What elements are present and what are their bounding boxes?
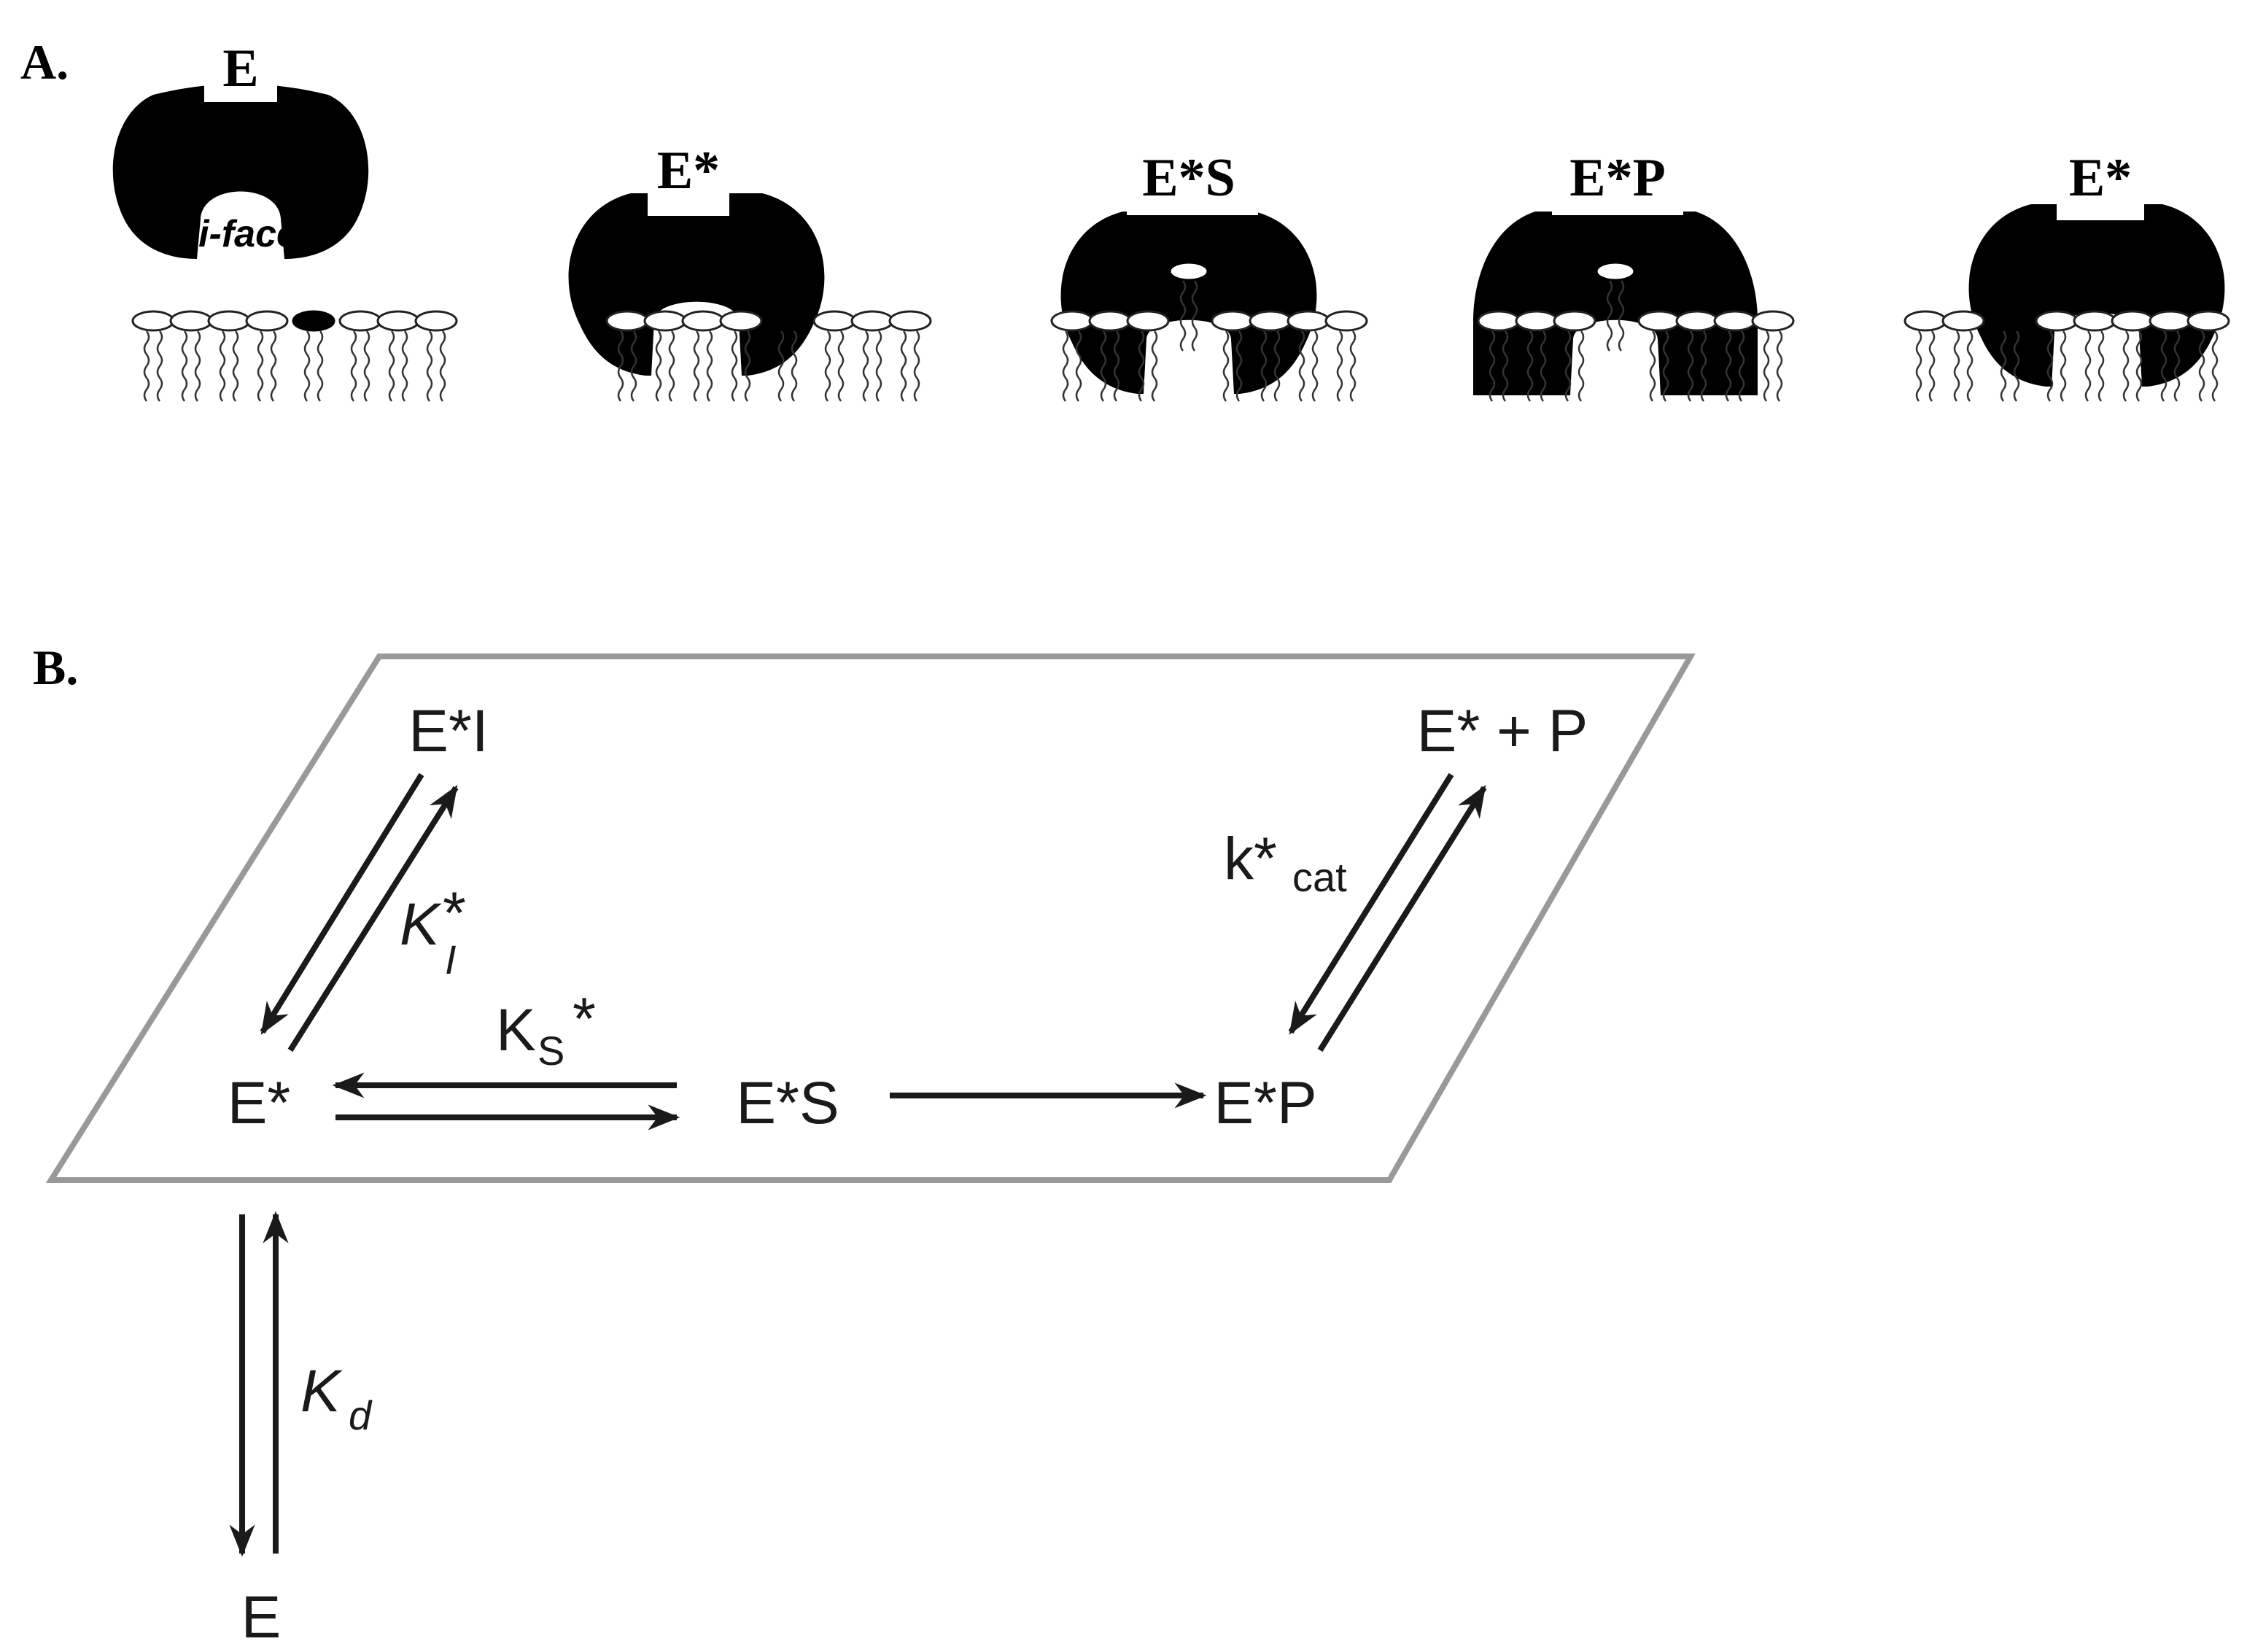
rate-ks-main: K [496,997,536,1063]
state-label-e: E [222,39,258,98]
arrow-e-star-i-to-e-star [260,772,424,1035]
rate-kd-main: K [300,1358,343,1424]
state-e-star-bound: E* [568,141,825,376]
rate-ks: K S * [496,986,596,1074]
state-e-star-final: E* [1968,148,2225,387]
state-e-star-p: E*P [1473,148,1758,395]
node-e-star: E* [228,1070,291,1136]
rate-ki: K * I [400,880,466,982]
state-e: E i-face [112,39,369,259]
enzyme-shape [112,84,369,259]
panel-a-label: A. [20,34,69,90]
rate-kcat-main: k* [1224,826,1277,892]
node-e: E [241,1584,282,1651]
arrow-e-star-to-e-star-i [287,785,459,1052]
membrane-1 [131,310,458,403]
label-box [204,40,277,102]
panel-b-label: B. [33,640,78,695]
rate-ki-sub: I [445,936,457,982]
state-e-star-s: E*S [1060,148,1317,394]
state-label-e-star-s: E*S [1142,148,1235,208]
rate-kd-sub: d [349,1392,373,1438]
arrow-e-star-plus-p-to-e-star-p [1288,772,1454,1035]
arrow-e-star-p-to-e-star-plus-p [1317,785,1487,1052]
rate-ki-sup: * [443,880,466,947]
rate-kcat: k* cat [1224,826,1347,900]
state-label-e-star-2: E* [2069,148,2132,208]
node-e-star-plus-p: E* + P [1417,698,1588,764]
interface-plane [45,654,1696,1183]
node-e-star-p: E*P [1214,1070,1316,1136]
rate-ks-sub: S [538,1028,564,1074]
iface-label: i-face [198,213,298,255]
node-e-star-s: E*S [736,1070,839,1136]
rate-kcat-sub: cat [1292,854,1347,900]
rate-kd: K d [300,1358,373,1438]
state-label-e-star-1: E* [657,141,720,201]
node-e-star-i: E*I [408,698,488,764]
state-label-e-star-p: E*P [1569,148,1666,208]
rate-ks-sup: * [573,986,596,1052]
rate-ki-main: K [400,891,442,958]
